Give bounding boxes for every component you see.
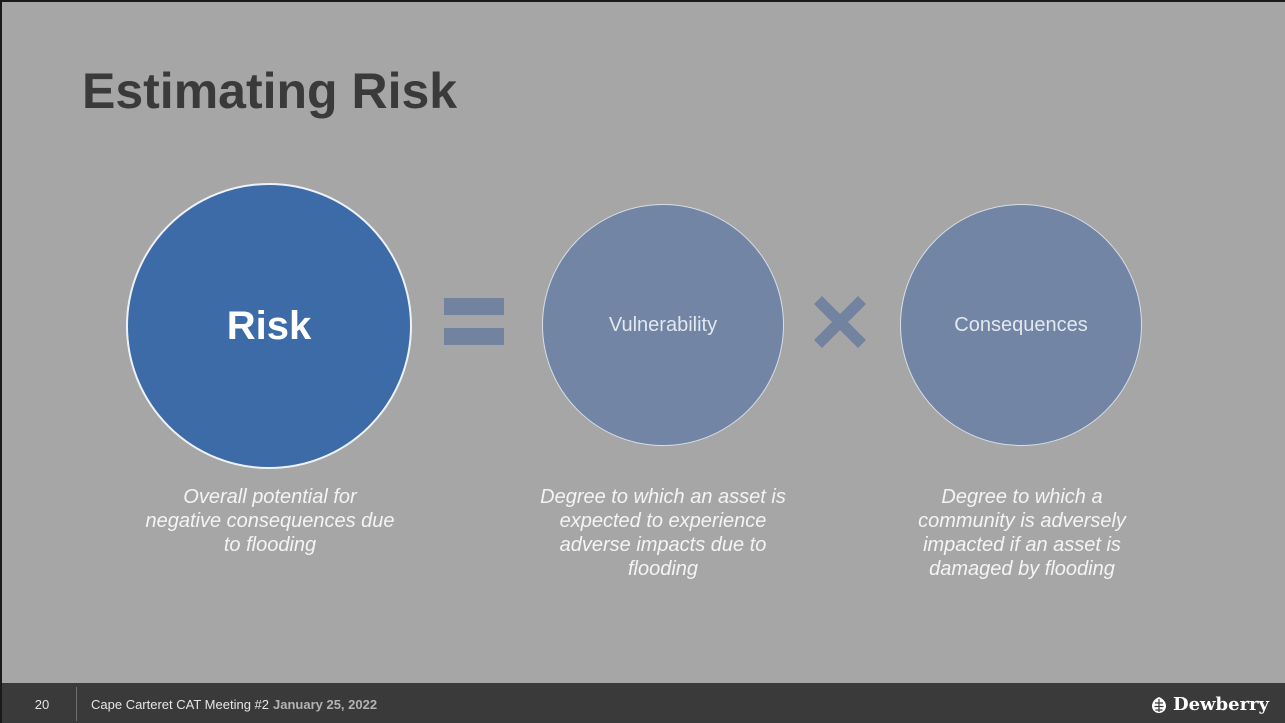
page-number: 20 [34, 696, 50, 712]
equals-bar-top [444, 298, 504, 315]
slide-title: Estimating Risk [82, 63, 458, 119]
consequences-description: Degree to which a community is adversely… [918, 486, 1126, 580]
meeting-date: January 25, 2022 [273, 696, 378, 712]
vulnerability-description: Degree to which an asset is expected to … [540, 486, 786, 580]
logo-text: Dewberry [1172, 694, 1269, 715]
risk-circle: Risk [126, 183, 412, 469]
equals-bar-bottom [444, 328, 504, 345]
meeting-name: Cape Carteret CAT Meeting #2 [91, 696, 269, 712]
consequences-circle: Consequences [900, 204, 1142, 446]
risk-description: Overall potential for negative consequen… [145, 486, 395, 556]
vulnerability-circle: Vulnerability [542, 204, 784, 446]
consequences-label: Consequences [954, 313, 1088, 336]
dewberry-logo: Dewberry [1151, 694, 1269, 715]
equals-icon [444, 298, 504, 346]
footer-divider [76, 687, 77, 721]
dewberry-leaf-icon [1151, 696, 1166, 713]
vulnerability-label: Vulnerability [608, 313, 718, 336]
multiply-icon [814, 296, 866, 348]
risk-label: Risk [226, 303, 312, 348]
slide-footer: 20 Cape Carteret CAT Meeting #2 January … [2, 683, 1285, 723]
